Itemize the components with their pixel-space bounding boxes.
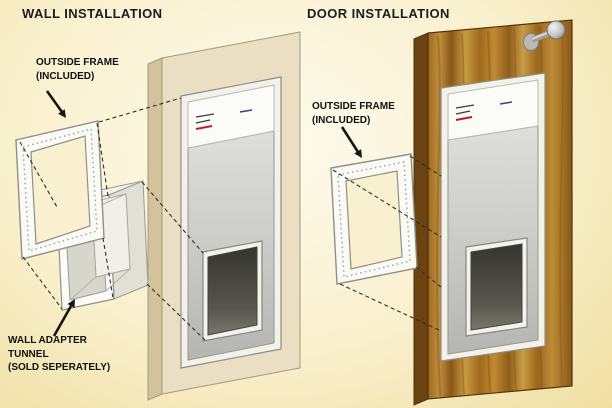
outside-frame-wall bbox=[15, 120, 105, 260]
door-outside-frame-label-line1: OUTSIDE FRAME bbox=[312, 101, 395, 112]
door-installation-diagram bbox=[330, 19, 573, 406]
doorknob-icon bbox=[523, 20, 566, 51]
wall-installation-diagram bbox=[15, 31, 301, 401]
wall-panel-edge bbox=[147, 57, 163, 401]
door-outside-frame-label: OUTSIDE FRAME (INCLUDED) bbox=[312, 100, 395, 127]
outside-frame-opening bbox=[30, 135, 91, 245]
outside-frame-ticks bbox=[337, 161, 411, 278]
wall-outside-frame-label: OUTSIDE FRAME (INCLUDED) bbox=[36, 56, 119, 83]
outside-frame-ticks bbox=[22, 128, 98, 252]
tunnel-label-line2: TUNNEL bbox=[8, 348, 49, 360]
door-panel-edge bbox=[413, 32, 429, 406]
door-outside-frame-label-line2: (INCLUDED) bbox=[312, 114, 371, 126]
product-label bbox=[447, 79, 539, 141]
arrow-outside-frame-wall-icon bbox=[45, 90, 66, 118]
flap-opening bbox=[470, 243, 523, 331]
wall-outside-frame-label-line1: OUTSIDE FRAME bbox=[36, 57, 119, 68]
pet-door-unit-wall bbox=[180, 76, 282, 369]
tunnel-depth-lines bbox=[64, 193, 131, 301]
arrow-tunnel-icon bbox=[52, 299, 75, 337]
product-label-print bbox=[195, 109, 253, 130]
tunnel-label-line3: (SOLD SEPERATELY) bbox=[8, 362, 111, 373]
outside-frame-opening bbox=[345, 170, 403, 270]
alignment-guides-door bbox=[332, 155, 442, 332]
pet-door-unit-door bbox=[440, 72, 546, 362]
product-label-print bbox=[455, 101, 513, 121]
arrow-outside-frame-door-icon bbox=[340, 126, 362, 158]
outside-frame-door bbox=[330, 153, 418, 285]
wall-installation-title: WALL INSTALLATION bbox=[22, 6, 163, 21]
flap-opening bbox=[207, 246, 258, 336]
door-installation-title: DOOR INSTALLATION bbox=[307, 6, 450, 21]
wall-outside-frame-label-line2: (INCLUDED) bbox=[36, 70, 95, 82]
product-label bbox=[187, 84, 275, 149]
alignment-guides-wall bbox=[19, 97, 206, 341]
wall-adapter-tunnel-label: WALL ADAPTER TUNNEL (SOLD SEPERATELY) bbox=[8, 334, 110, 375]
tunnel-label-line1: WALL ADAPTER bbox=[8, 335, 87, 346]
